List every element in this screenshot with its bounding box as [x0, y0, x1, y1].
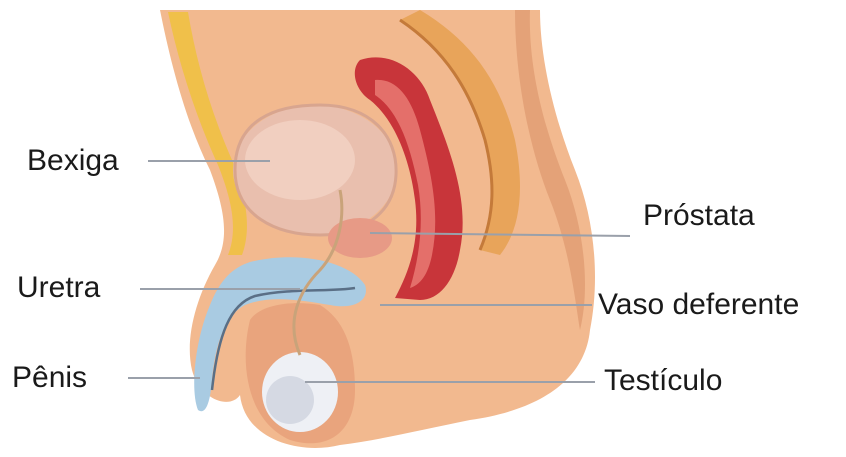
label-testiculo: Testículo: [604, 366, 722, 396]
label-prostata: Próstata: [643, 201, 755, 231]
label-vaso-deferente: Vaso deferente: [598, 290, 799, 320]
testis-shade: [266, 376, 314, 424]
label-uretra: Uretra: [17, 273, 100, 303]
label-penis: Pênis: [12, 363, 87, 393]
label-bexiga: Bexiga: [27, 146, 119, 176]
